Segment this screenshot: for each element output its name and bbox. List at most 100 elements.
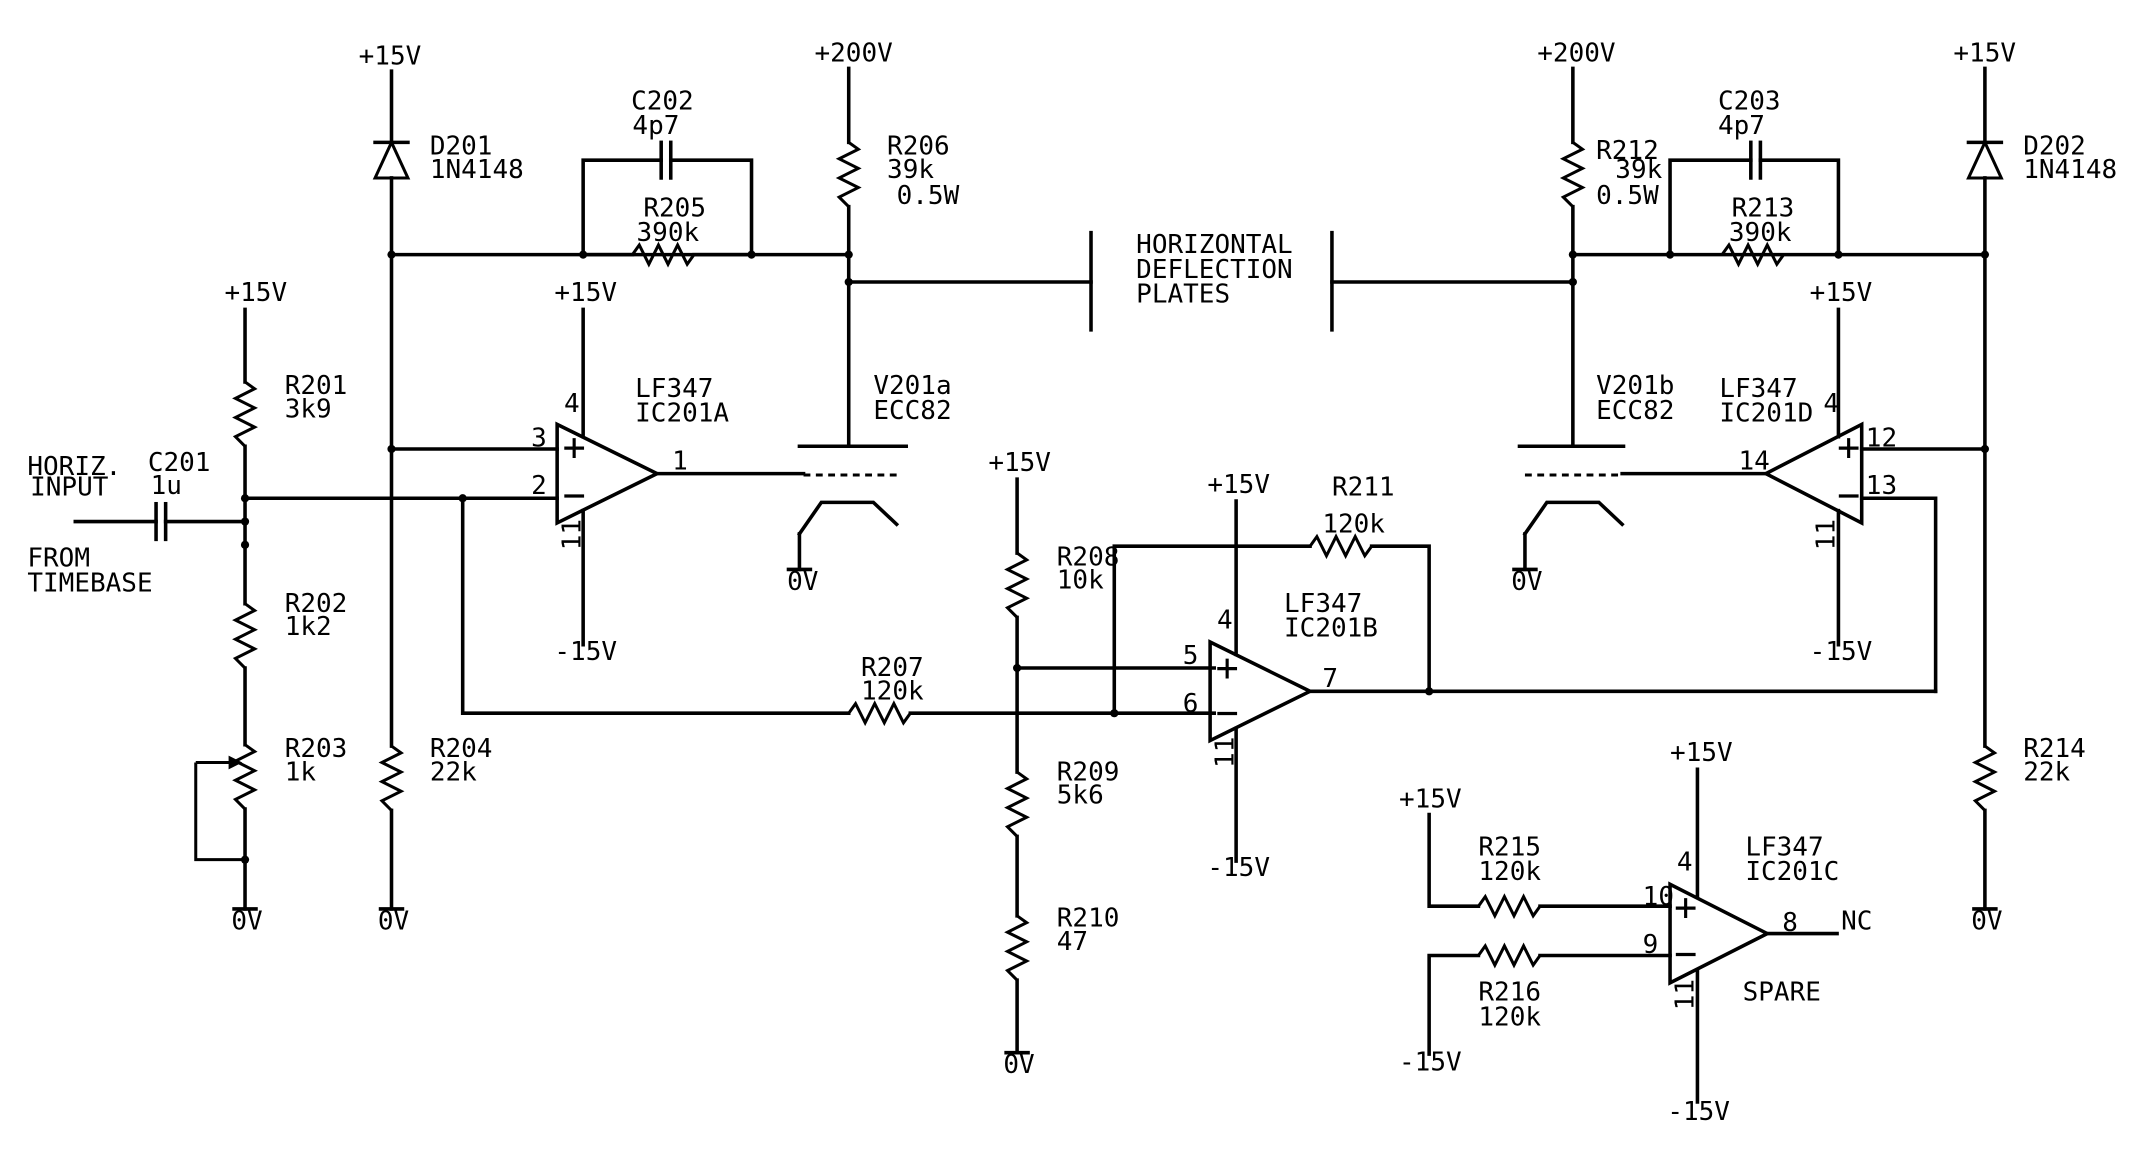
divider-supply-label: +15V	[988, 448, 1051, 478]
ic201a-pin-out: 1	[672, 447, 688, 477]
c203-ref: C203	[1718, 87, 1781, 117]
ic201a-vn-label: -15V	[554, 637, 617, 667]
r206-power: 0.5W	[897, 181, 960, 211]
ic201c-spare-label: SPARE	[1743, 978, 1821, 1008]
ground-label: 0V	[1511, 567, 1542, 597]
junction-dot	[844, 250, 853, 259]
resistor-r207: R207 120k	[847, 653, 1216, 727]
plates-label-line1: HORIZONTAL	[1136, 230, 1293, 260]
v201a-value: ECC82	[873, 396, 951, 426]
r207-value: 120k	[861, 677, 924, 707]
d201-value: 1N4148	[430, 155, 524, 185]
r209-ref: R209	[1057, 757, 1120, 787]
ic201c-pin-vp: 4	[1677, 848, 1693, 878]
c201-value: 1u	[151, 471, 182, 501]
ic201a-vp-label: +15V	[554, 278, 617, 308]
c202-ref: C202	[631, 87, 694, 117]
potentiometer-r203: R203 1k 0V	[194, 734, 348, 936]
ic201c-ref: IC201C	[1745, 857, 1839, 887]
v201b-value: ECC82	[1596, 396, 1674, 426]
inverting-symbol: −	[1674, 931, 1697, 976]
ic201a-pin-inn: 2	[531, 471, 547, 501]
inverting-symbol: −	[1216, 691, 1239, 736]
r210-ref: R210	[1057, 904, 1120, 934]
d202-supply-label: +15V	[1953, 39, 2016, 69]
ic201b-pin-inp: 5	[1183, 641, 1199, 671]
ic201c-vn-label: -15V	[1667, 1097, 1730, 1127]
opamp-ic201a: + − 3 2 1 4 11 LF347 IC201A +15V -15V	[531, 278, 806, 667]
r210-value: 47	[1057, 927, 1088, 957]
ic201d-pin-out: 14	[1739, 447, 1770, 477]
ic201b-pin-out: 7	[1322, 664, 1338, 694]
c201-ref: C201	[148, 448, 211, 478]
r212-value: 39k	[1615, 155, 1662, 185]
opamp-ic201c: +15V R215 120k R216 120k -15V + − 10 9 8…	[1399, 738, 1872, 1127]
ic201b-vn-label: -15V	[1207, 853, 1270, 883]
r204-value: 22k	[430, 757, 477, 787]
d202-value: 1N4148	[2023, 155, 2117, 185]
noninverting-symbol: +	[1674, 885, 1697, 930]
d202-r214-chain: +15V D202 1N4148 R214 22k 0V	[1953, 39, 2117, 937]
r212-power: 0.5W	[1596, 181, 1659, 211]
c202-r205-feedback: C202 4p7 R205 390k	[579, 87, 756, 268]
opamp-ic201b: + − 5 6 7 4 11 LF347 IC201B +15V -15V R2…	[1112, 470, 1938, 883]
r209-value: 5k6	[1057, 781, 1104, 811]
junction-dot	[240, 517, 250, 526]
r203-ref: R203	[285, 734, 348, 764]
ic201c-part: LF347	[1745, 833, 1823, 863]
r211-value: 120k	[1322, 510, 1385, 540]
ic201d-vp-label: +15V	[1810, 278, 1873, 308]
ic201d-vn-label: -15V	[1810, 637, 1873, 667]
ground-label: 0V	[1971, 906, 2002, 936]
r202-value: 1k2	[285, 612, 332, 642]
ic201b-vp-label: +15V	[1207, 470, 1270, 500]
r213-ref: R213	[1732, 193, 1795, 223]
triode-v201a: 0V V201a ECC82	[786, 371, 952, 597]
junction-dot	[1980, 444, 1990, 454]
r216-ref: R216	[1478, 978, 1541, 1008]
v201b-ref: V201b	[1596, 371, 1674, 401]
ic201a-ref: IC201A	[635, 399, 729, 429]
ic201d-part: LF347	[1719, 374, 1797, 404]
r212-supply-label: +200V	[1537, 39, 1615, 69]
r208-value: 10k	[1057, 566, 1104, 596]
junction-dot	[1425, 687, 1434, 696]
r206-value: 39k	[887, 155, 934, 185]
r213-value: 390k	[1729, 218, 1792, 248]
source-label-line2: TIMEBASE	[27, 568, 152, 598]
ic201d-pin-inn: 13	[1866, 471, 1897, 501]
r201-ref: R201	[285, 371, 348, 401]
ic201c-pin-inn: 9	[1643, 930, 1659, 960]
d201-ref: D201	[430, 132, 493, 162]
capacitor-c201: C201 1u	[73, 448, 247, 542]
r205-ref: R205	[643, 193, 706, 223]
junction-dot	[240, 540, 250, 549]
r214-value: 22k	[2023, 757, 2070, 787]
r201-value: 3k9	[285, 395, 332, 425]
r201-supply-label: +15V	[224, 278, 287, 308]
r202-ref: R202	[285, 589, 348, 619]
ic201d-pin-vn: 11	[1811, 519, 1841, 550]
resistor-r202: R202 1k2	[232, 589, 348, 747]
r214-ref: R214	[2023, 734, 2086, 764]
ic201c-nc-label: NC	[1841, 906, 1872, 936]
ic201a-part: LF347	[635, 374, 713, 404]
resistor-r204: R204 22k 0V	[378, 734, 493, 936]
ic201d-ref: IC201D	[1719, 399, 1813, 429]
deflection-plates: HORIZONTAL DEFLECTION PLATES	[1089, 230, 1334, 332]
ic201b-pin-vp: 4	[1217, 605, 1233, 635]
source-label-line1: FROM	[27, 544, 90, 574]
c202-value: 4p7	[632, 111, 679, 141]
c203-r213-feedback: C203 4p7 R213 390k	[1665, 87, 1843, 268]
ic201c-vp-label: +15V	[1670, 738, 1733, 768]
inverting-symbol: −	[1837, 473, 1860, 518]
r211-ref: R211	[1332, 473, 1395, 503]
ic201c-pin-vn: 11	[1670, 979, 1700, 1010]
ic201c-pin-inp: 10	[1643, 882, 1674, 912]
inverting-symbol: −	[563, 473, 586, 518]
ic201b-part: LF347	[1284, 589, 1362, 619]
v201a-ref: V201a	[873, 371, 951, 401]
d202-ref: D202	[2023, 132, 2086, 162]
ic201a-pin-inp: 3	[531, 423, 547, 453]
